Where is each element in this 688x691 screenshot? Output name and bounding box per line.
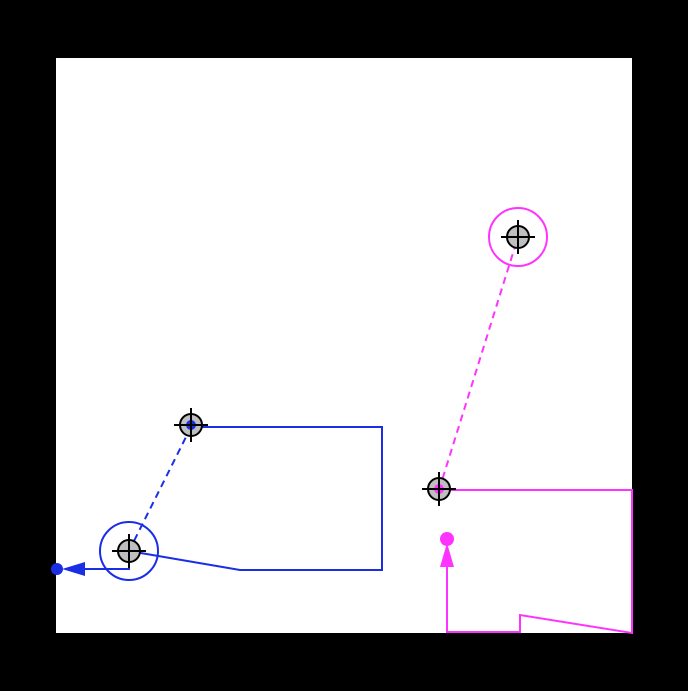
blue-arrowhead-icon (62, 562, 85, 576)
magenta-start-dot-icon (440, 532, 454, 546)
crosshair-marker-icon (422, 472, 456, 506)
canvas-area (56, 58, 632, 633)
magenta-arrowhead-icon (440, 543, 454, 567)
crosshair-marker-icon (174, 408, 208, 442)
blue-target-ring (99, 521, 159, 581)
crosshair-marker-icon (112, 534, 146, 568)
magenta-target-ring (488, 207, 548, 267)
magenta-dashed-link (438, 236, 519, 491)
magenta-route (438, 207, 633, 635)
magenta-route-line (439, 489, 633, 635)
blue-route-line (128, 426, 383, 571)
blue-start-dot-icon (51, 563, 63, 575)
crosshair-marker-icon (501, 220, 535, 254)
